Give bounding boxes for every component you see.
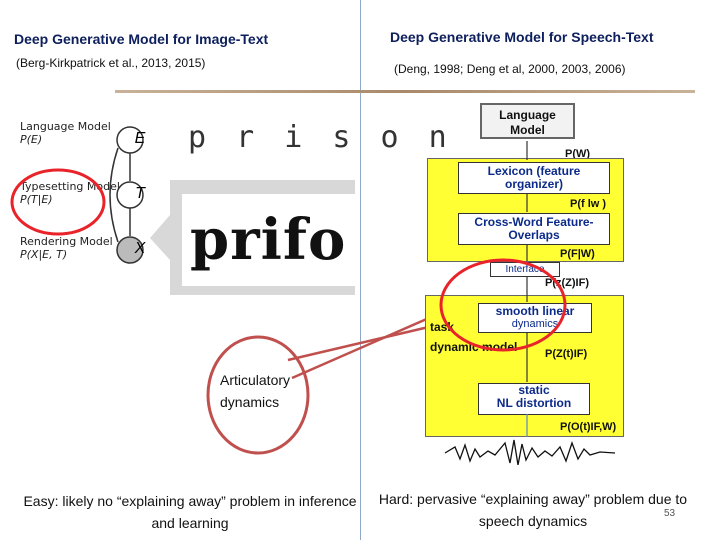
dynamics-highlight [441, 260, 565, 350]
diagram-arrows [410, 95, 625, 465]
callout-text: Articulatory dynamics [220, 369, 310, 413]
page-number: 53 [664, 508, 675, 519]
speech-waveform [445, 440, 615, 465]
speech-text-diagram: Language Model P(W) Lexicon (feature org… [410, 95, 625, 465]
left-caption: Easy: likely no “explaining away” proble… [20, 490, 360, 534]
right-caption: Hard: pervasive “explaining away” proble… [368, 488, 698, 532]
